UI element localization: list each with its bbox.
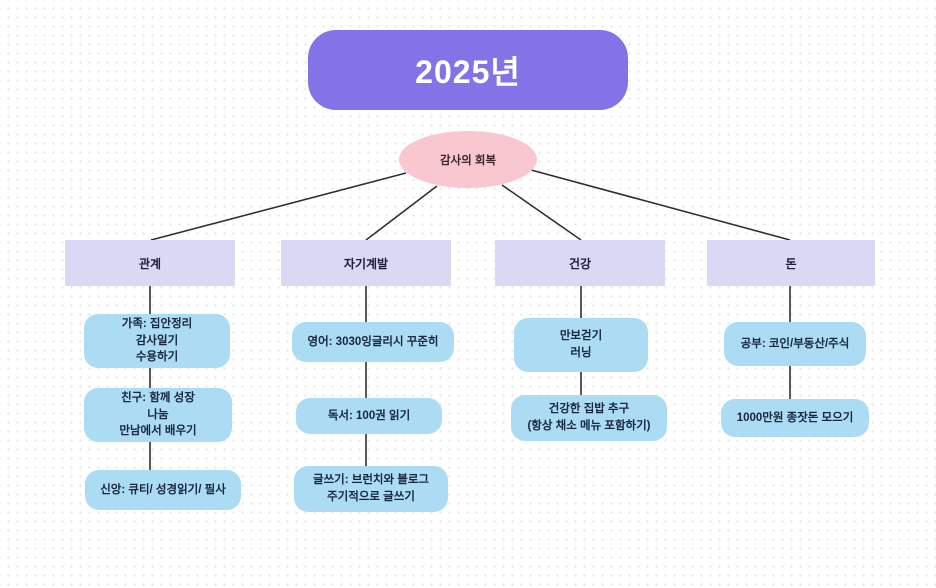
branch-header-health[interactable]: 건강 xyxy=(495,240,665,286)
central-topic-node[interactable]: 감사의 회복 xyxy=(399,131,537,188)
item-healthy-meals[interactable]: 건강한 집밥 추구 (항상 채소 메뉴 포함하기) xyxy=(511,395,667,441)
branch-header-relationships[interactable]: 관계 xyxy=(65,240,235,286)
branch-header-money[interactable]: 돈 xyxy=(707,240,875,286)
branch-header-self-development[interactable]: 자기계발 xyxy=(281,240,451,286)
item-family[interactable]: 가족: 집안정리 감사일기 수용하기 xyxy=(84,314,230,368)
item-friends[interactable]: 친구: 함께 성장 나눔 만남에서 배우기 xyxy=(84,388,232,442)
item-seed-money[interactable]: 1000만원 종잣돈 모으기 xyxy=(721,399,869,437)
item-english[interactable]: 영어: 3030잉글리시 꾸준히 xyxy=(292,322,454,362)
root-node-year[interactable]: 2025년 xyxy=(308,30,628,110)
item-faith[interactable]: 신앙: 큐티/ 성경읽기/ 필사 xyxy=(85,470,241,510)
item-reading[interactable]: 독서: 100권 읽기 xyxy=(296,398,442,434)
item-writing[interactable]: 글쓰기: 브런치와 블로그 주기적으로 글쓰기 xyxy=(294,466,448,512)
item-study-investments[interactable]: 공부: 코인/부동산/주식 xyxy=(724,322,866,366)
item-walking-running[interactable]: 만보걷기 러닝 xyxy=(514,318,648,372)
